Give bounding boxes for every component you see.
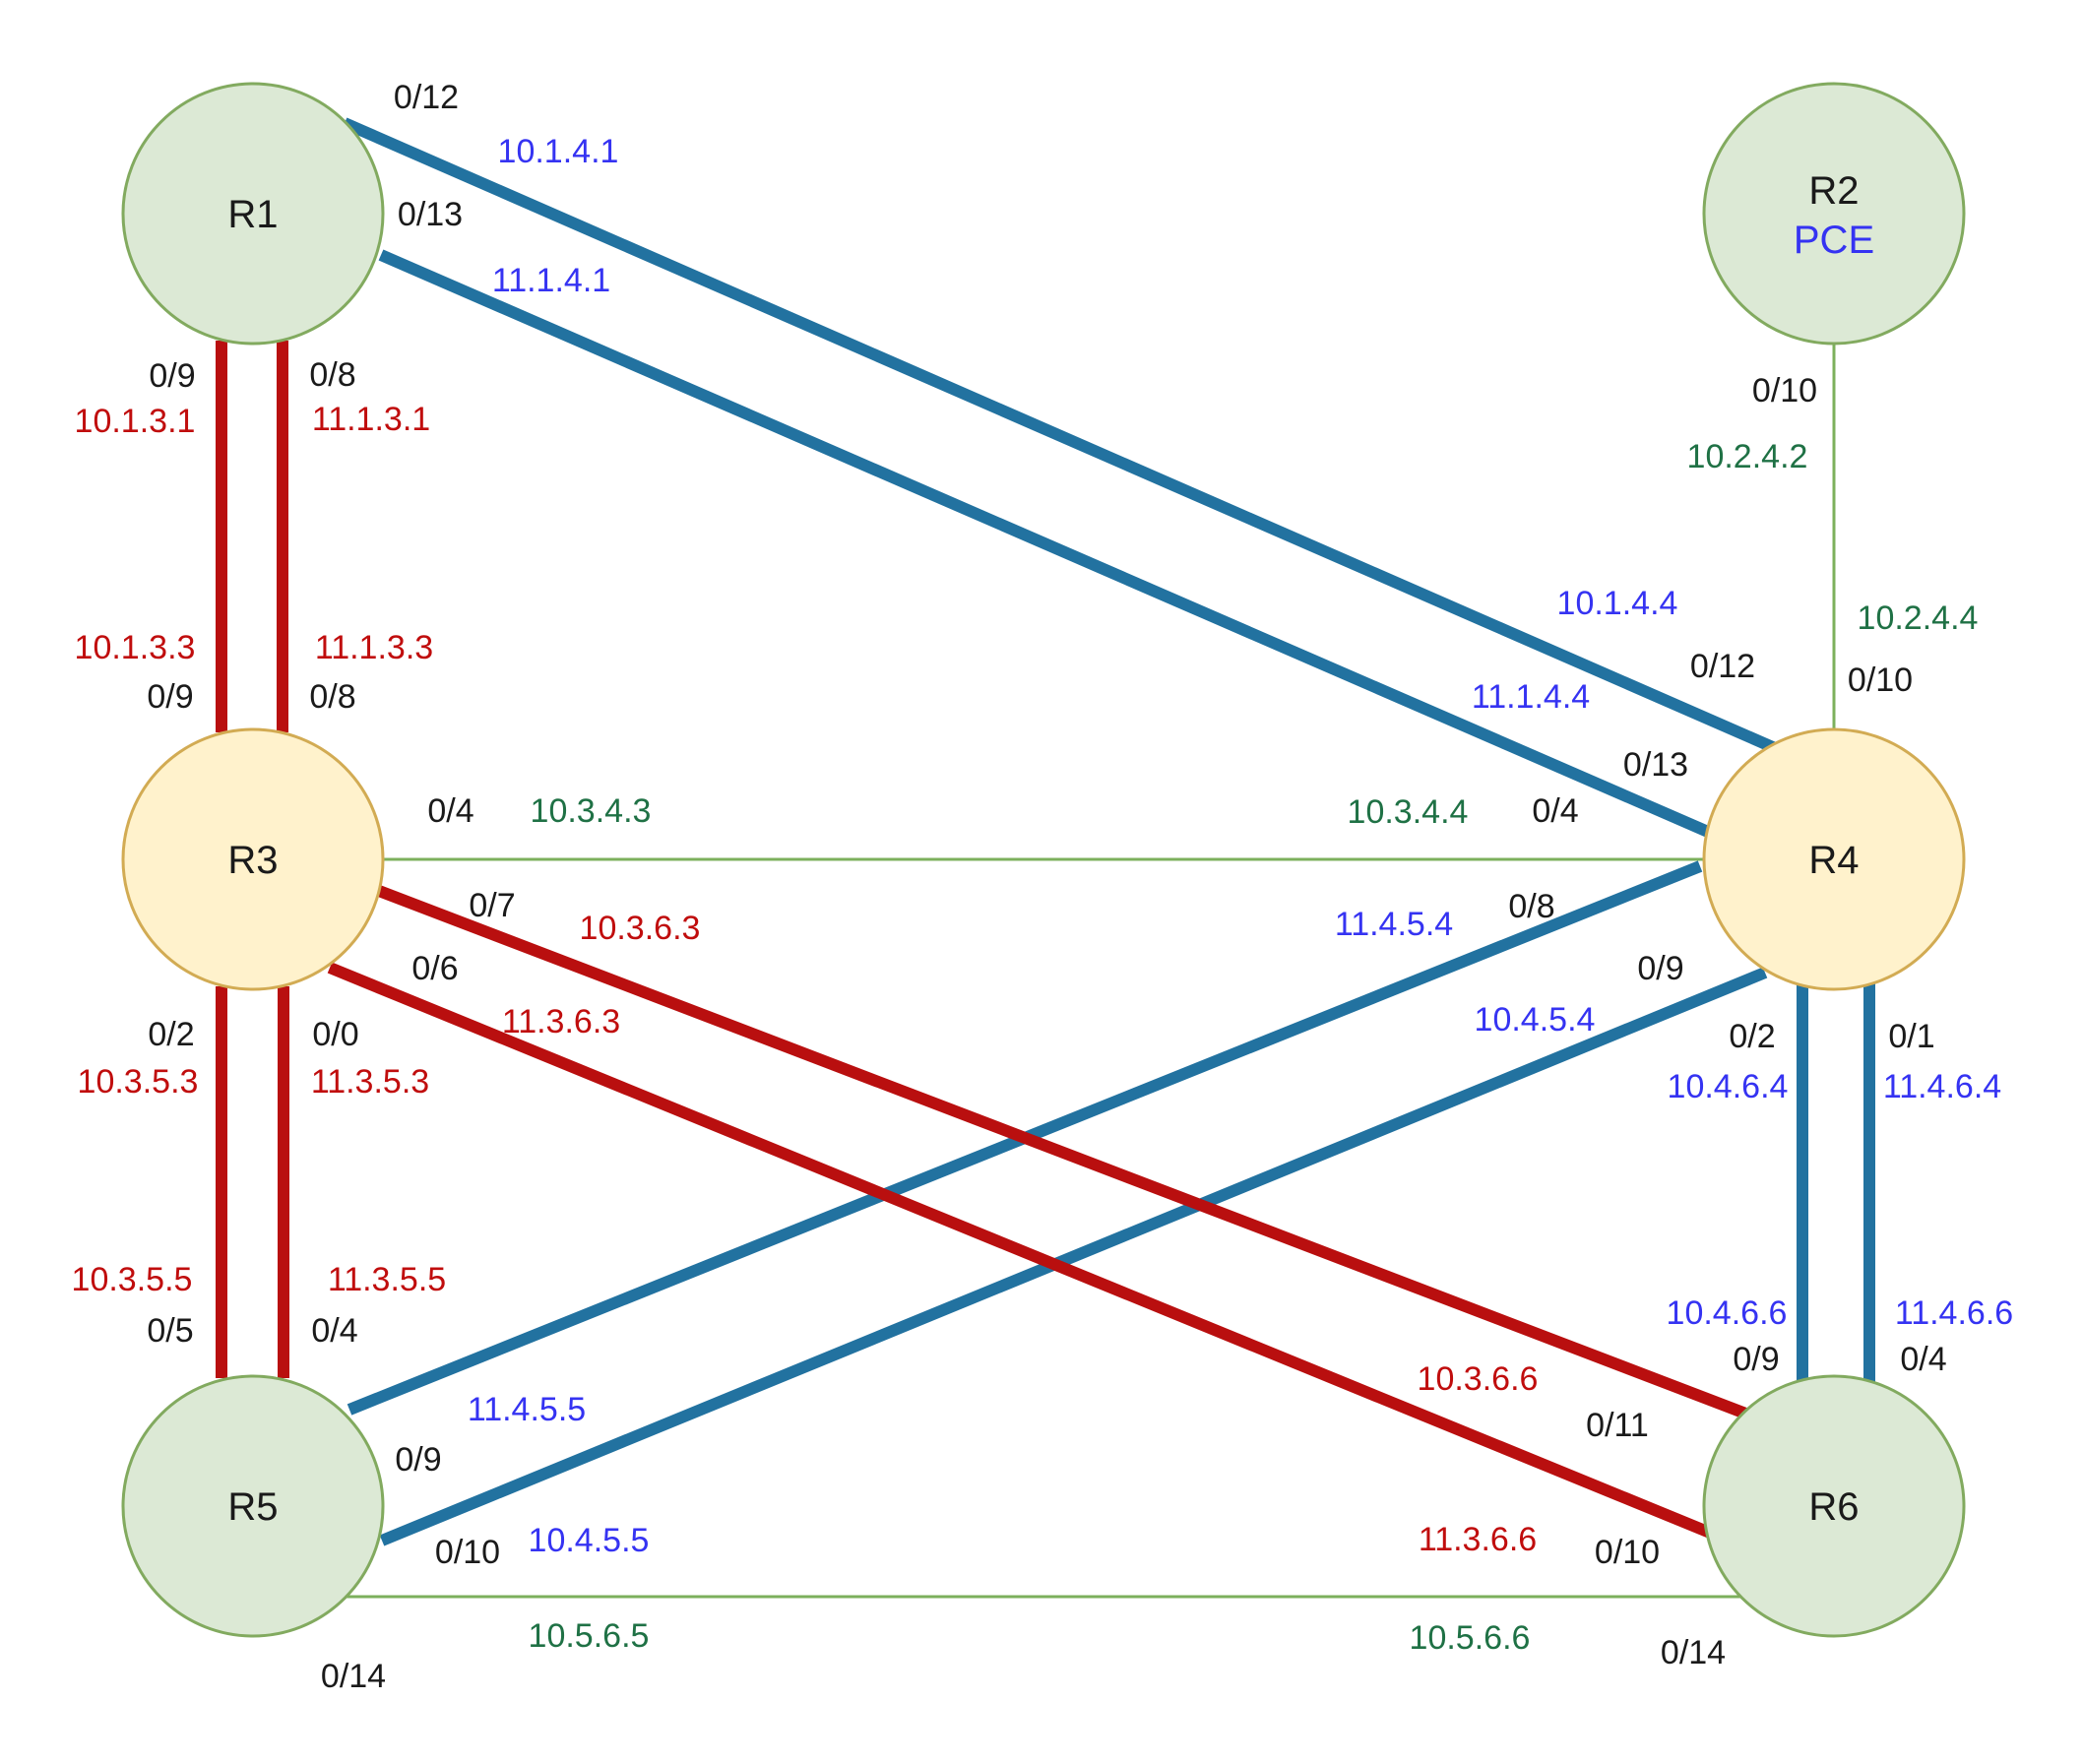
- ip-label: 11.1.3.3: [315, 629, 433, 666]
- port-label: 0/4: [311, 1312, 357, 1350]
- port-label: 0/5: [147, 1312, 193, 1350]
- link-r1-r4-primary: [342, 117, 1778, 754]
- ip-label: 10.3.4.3: [531, 792, 652, 830]
- ip-label: 11.4.6.4: [1883, 1068, 2001, 1105]
- router-circle-r1-icon: [121, 82, 385, 346]
- port-label: 0/9: [149, 357, 195, 395]
- ip-label: 11.1.3.1: [312, 401, 430, 438]
- ip-label: 11.3.6.6: [1419, 1521, 1537, 1558]
- ip-label: 10.5.6.5: [529, 1617, 650, 1655]
- link-r3-r6-secondary: [327, 962, 1713, 1539]
- port-label: 0/8: [1508, 888, 1554, 925]
- ip-label: 10.1.3.3: [75, 629, 196, 666]
- node-r3: R3: [121, 727, 385, 991]
- port-label: 0/13: [398, 196, 463, 233]
- ip-label: 11.3.5.3: [311, 1063, 429, 1101]
- router-circle-r2-icon: [1702, 82, 1966, 346]
- node-label-r2: R2: [1808, 169, 1859, 213]
- port-label: 0/0: [312, 1016, 358, 1053]
- port-label: 0/9: [395, 1441, 441, 1479]
- ip-label: 10.3.5.5: [72, 1261, 193, 1298]
- port-label: 0/7: [469, 887, 515, 924]
- node-r4: R4: [1702, 727, 1966, 991]
- node-label-r5: R5: [227, 1485, 278, 1529]
- ip-label: 10.4.6.4: [1668, 1068, 1789, 1105]
- ip-label: 10.4.5.5: [529, 1522, 650, 1559]
- ip-label: 10.3.6.6: [1418, 1360, 1539, 1398]
- ip-label: 10.1.3.1: [75, 403, 196, 440]
- port-label: 0/12: [1690, 648, 1755, 685]
- ip-label: 10.1.4.1: [498, 133, 619, 170]
- link-r3-r6-primary: [376, 885, 1751, 1420]
- port-label: 0/14: [1661, 1634, 1726, 1671]
- port-label: 0/12: [394, 79, 459, 116]
- port-label: 0/4: [1900, 1341, 1946, 1378]
- node-r6: R6: [1702, 1374, 1966, 1638]
- ip-label: 11.4.5.4: [1335, 906, 1453, 943]
- port-label: 0/9: [1637, 950, 1683, 987]
- ip-label: 10.2.4.4: [1858, 599, 1979, 637]
- router-circle-r4-icon: [1702, 727, 1966, 991]
- port-label: 0/8: [309, 678, 355, 716]
- port-label: 0/10: [435, 1534, 500, 1571]
- node-label-r4: R4: [1808, 839, 1859, 882]
- ip-label: 10.3.6.3: [580, 910, 701, 947]
- node-r1: R1: [121, 82, 385, 346]
- node-sublabel-r2: PCE: [1794, 219, 1874, 262]
- ip-label: 10.4.6.6: [1667, 1294, 1788, 1332]
- ip-label: 10.3.4.4: [1348, 793, 1469, 831]
- ip-label: 11.4.5.5: [468, 1391, 586, 1428]
- port-label: 0/9: [147, 678, 193, 716]
- port-label: 0/13: [1623, 746, 1688, 784]
- node-r5: R5: [121, 1374, 385, 1638]
- port-label: 0/2: [148, 1016, 194, 1053]
- port-label: 0/2: [1729, 1018, 1775, 1055]
- port-label: 0/14: [321, 1658, 386, 1695]
- link-r4-r5-primary: [379, 967, 1768, 1546]
- port-label: 0/11: [1586, 1407, 1649, 1444]
- port-label: 0/10: [1848, 662, 1913, 699]
- port-label: 0/4: [1532, 792, 1578, 830]
- router-circle-r6-icon: [1702, 1374, 1966, 1638]
- node-label-r3: R3: [227, 839, 278, 882]
- port-label: 0/9: [1733, 1341, 1779, 1378]
- router-circle-r5-icon: [121, 1374, 385, 1638]
- ip-label: 11.3.5.5: [328, 1261, 446, 1298]
- ip-label: 11.4.6.6: [1895, 1294, 2013, 1332]
- ip-label: 10.4.5.4: [1475, 1001, 1596, 1039]
- ip-label: 11.3.6.3: [502, 1003, 620, 1040]
- router-circle-r3-icon: [121, 727, 385, 991]
- ip-label: 11.1.4.1: [492, 262, 610, 299]
- ip-label: 10.3.5.3: [78, 1063, 199, 1101]
- port-label: 0/4: [427, 792, 473, 830]
- ip-label: 10.2.4.2: [1687, 438, 1808, 475]
- ip-label: 10.5.6.6: [1410, 1619, 1531, 1657]
- port-label: 0/6: [411, 950, 458, 987]
- port-label: 0/10: [1752, 372, 1817, 410]
- node-label-r6: R6: [1808, 1485, 1859, 1529]
- ip-label: 11.1.4.4: [1472, 678, 1590, 716]
- link-r1-r4-secondary: [378, 249, 1711, 838]
- ip-label: 10.1.4.4: [1557, 585, 1678, 622]
- port-label: 0/10: [1595, 1534, 1660, 1571]
- port-label: 0/1: [1888, 1018, 1934, 1055]
- port-label: 0/8: [309, 356, 355, 394]
- node-label-r1: R1: [227, 193, 278, 236]
